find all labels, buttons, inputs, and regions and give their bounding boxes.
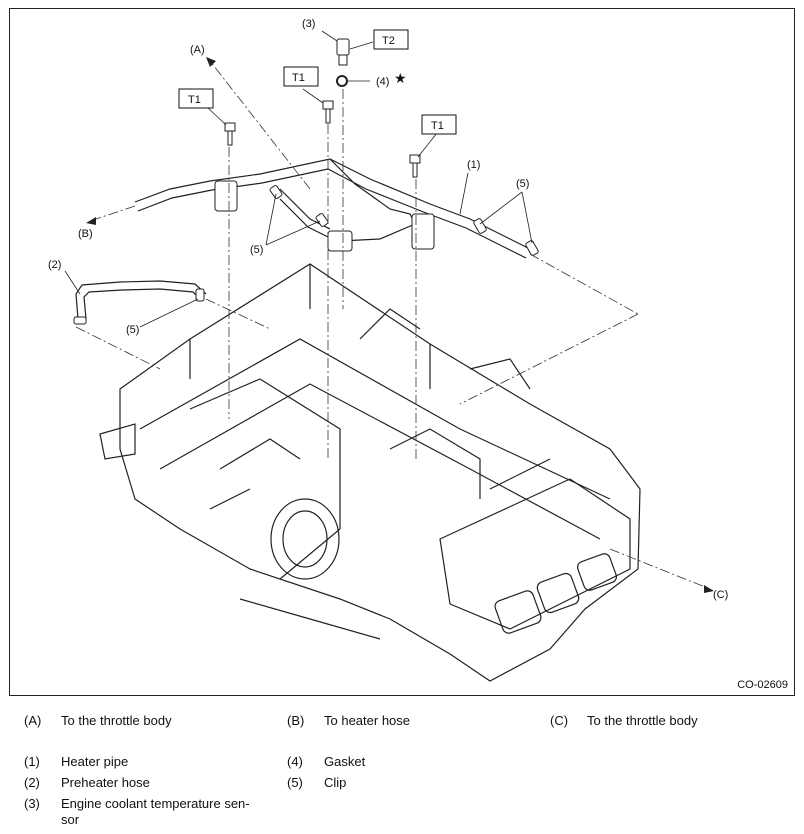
engine-diagram: (3) T2 T1 (4) ★ (A) T1 T1 (1) (5) (B) (5… [9,8,795,696]
callout-3: (3) [302,18,315,30]
diagram-svg: (3) T2 T1 (4) ★ (A) T1 T1 (1) (5) (B) (5… [48,18,728,682]
legend-text-3-cont: sor [61,812,80,827]
legend-key-5: (5) [287,775,303,790]
legend-text-c: To the throttle body [587,713,698,728]
preheater-hose [75,280,207,320]
callout-5-mid: (5) [250,244,263,256]
callout-2: (2) [48,259,61,271]
legend-key-1: (1) [24,754,40,769]
legend-text-2: Preheater hose [61,775,150,790]
legend-3: (3) Engine coolant temperature sen- sor [24,796,274,830]
leader-lines [64,30,533,328]
legend-text-4: Gasket [324,754,366,769]
star-mark: ★ [394,70,407,86]
callout-t1-c: T1 [431,120,444,132]
sensor-and-bolts [214,38,435,252]
callout-5-right: (5) [516,178,529,190]
callout-1: (1) [467,159,480,171]
callout-a: (A) [190,44,205,56]
legend-key-c: (C) [550,713,569,728]
callout-5-left: (5) [126,324,139,336]
arrowheads [86,57,714,593]
legend-key-a: (A) [24,713,42,728]
legend-key-b: (B) [287,713,305,728]
legend-text-b: To heater hose [324,713,411,728]
callout-t1-a: T1 [292,72,305,84]
engine-block [99,263,641,682]
assembly-lines [75,60,711,590]
callout-c: (C) [713,589,728,601]
legend-text-1: Heater pipe [61,754,129,769]
legend-key-2: (2) [24,775,40,790]
clips [73,185,539,325]
legend-text-a: To the throttle body [61,713,172,728]
figure-code: CO-02609 [737,679,788,691]
legend-text-3: Engine coolant temperature sen- [61,796,250,811]
legend-key-4: (4) [287,754,303,769]
torque-boxes [178,29,457,135]
callout-t1-b: T1 [188,94,201,106]
legend-text-5: Clip [324,775,347,790]
callout-b: (B) [78,228,93,240]
callout-t2: T2 [382,35,395,47]
legend-key-3: (3) [24,796,40,811]
callout-4: (4) [376,76,389,88]
